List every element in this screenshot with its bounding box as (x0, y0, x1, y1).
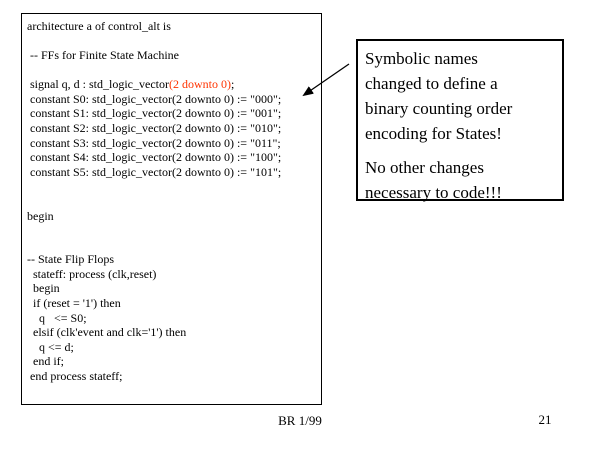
code-line: constant S5: std_logic_vector(2 downto 0… (27, 165, 319, 180)
code-text: architecture a of control_alt is (27, 19, 171, 33)
code-text: constant S5: std_logic_vector(2 downto 0… (27, 164, 282, 179)
code-text: end if; (27, 354, 64, 369)
code-line: q <= S0; (27, 311, 319, 326)
code-panel: architecture a of control_alt is -- FFs … (21, 13, 322, 405)
code-text: q <= S0; (27, 310, 87, 325)
code-text: elsif (clk'event and clk='1') then (27, 325, 187, 340)
code-line: constant S3: std_logic_vector(2 downto 0… (27, 136, 319, 151)
code-line: elsif (clk'event and clk='1') then (27, 325, 319, 340)
code-line (27, 63, 319, 78)
callout-box: Symbolic names changed to define a binar… (356, 39, 564, 202)
code-text: constant S1: std_logic_vector(2 downto 0… (27, 106, 282, 121)
code-text: -- FFs for Finite State Machine (27, 48, 179, 63)
page-number: 21 (538, 412, 552, 427)
code-line (27, 194, 319, 209)
code-text: if (reset = '1') then (27, 295, 121, 310)
code-text: constant S4: std_logic_vector(2 downto 0… (27, 150, 282, 165)
vhdl-code: architecture a of control_alt is -- FFs … (27, 19, 319, 383)
callout-text-2: No other changes necessary to code!!! (365, 158, 502, 202)
code-line: constant S4: std_logic_vector(2 downto 0… (27, 150, 319, 165)
code-text: q <= d; (27, 339, 74, 354)
arrow-annotation (302, 63, 350, 97)
code-text: stateff: process (clk,reset) (27, 266, 157, 281)
code-line: constant S1: std_logic_vector(2 downto 0… (27, 106, 319, 121)
code-line: -- State Flip Flops (27, 252, 319, 267)
code-text: constant S0: std_logic_vector(2 downto 0… (27, 91, 282, 106)
code-text: constant S2: std_logic_vector(2 downto 0… (27, 121, 282, 136)
code-line: constant S2: std_logic_vector(2 downto 0… (27, 121, 319, 136)
code-line (27, 238, 319, 253)
code-line: if (reset = '1') then (27, 296, 319, 311)
code-line: end process stateff; (27, 369, 319, 384)
code-text: ; (230, 77, 235, 92)
code-line: begin (27, 209, 319, 224)
code-line (27, 179, 319, 194)
code-text: signal q, d : std_logic_vector (27, 77, 169, 92)
code-line (27, 223, 319, 238)
code-text: end process stateff; (27, 368, 123, 383)
code-line (27, 34, 319, 49)
code-text-highlighted: (2 downto 0) (168, 77, 231, 92)
code-text: -- State Flip Flops (27, 252, 115, 267)
code-line: begin (27, 281, 319, 296)
code-line: end if; (27, 354, 319, 369)
footer-credit: BR 1/99 (278, 413, 322, 428)
code-text: begin (27, 281, 60, 296)
code-text: begin (27, 208, 54, 223)
code-line: -- FFs for Finite State Machine (27, 48, 319, 63)
code-line: stateff: process (clk,reset) (27, 267, 319, 282)
code-line: architecture a of control_alt is (27, 19, 319, 34)
code-text: constant S3: std_logic_vector(2 downto 0… (27, 135, 281, 150)
code-line: constant S0: std_logic_vector(2 downto 0… (27, 92, 319, 107)
code-line: q <= d; (27, 340, 319, 355)
code-line: signal q, d : std_logic_vector(2 downto … (27, 77, 319, 92)
callout-text-1: Symbolic names changed to define a binar… (365, 49, 513, 143)
